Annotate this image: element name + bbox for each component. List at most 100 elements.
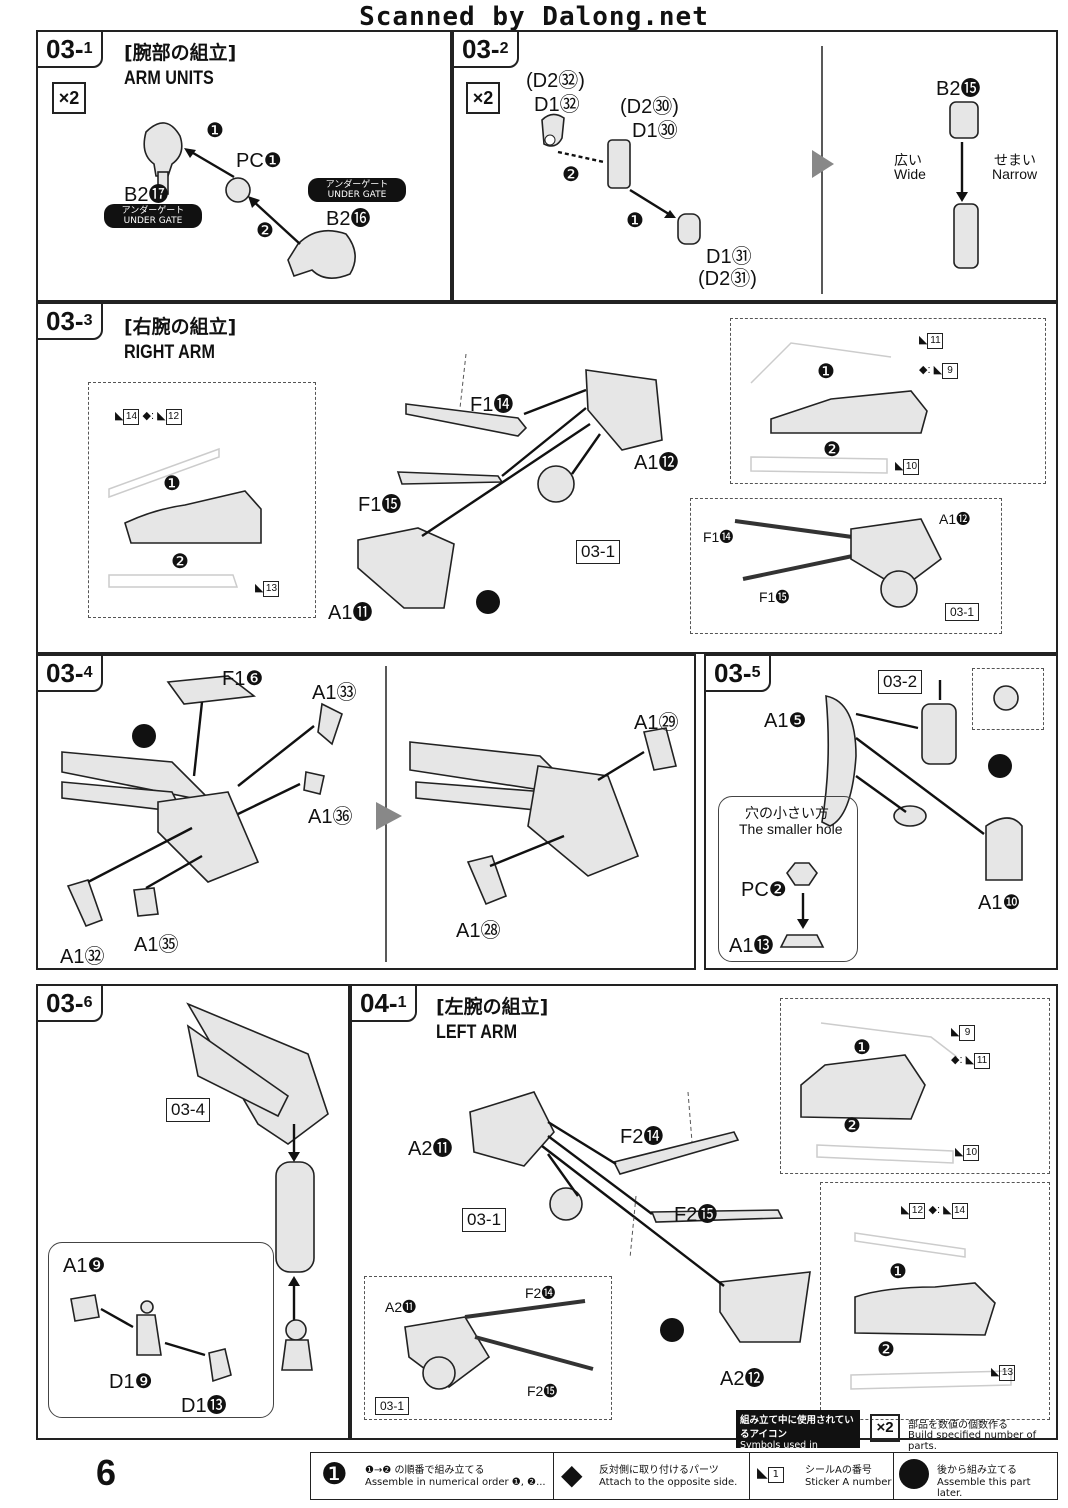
label-f2-14: F2⓮ [620, 1126, 664, 1148]
label-d1-31: D1㉛ [706, 246, 752, 268]
label-f2-15: F2⓯ [527, 1383, 558, 1399]
sticker-detail-box: ◣12 ◆: ◣14 ❶ ❷ ◣13 [820, 1182, 1050, 1420]
legend-later: 後から組み立てる Assemble this part later. [893, 1453, 1057, 1499]
label-f2-14: F2⓮ [525, 1285, 556, 1301]
assembled-preview-box: A2⓫ F2⓮ F2⓯ 03-1 [364, 1276, 612, 1420]
label-a2-11: A2⓫ [408, 1138, 453, 1160]
sticker-12: ◣12 ◆: ◣14 [901, 1203, 968, 1219]
order-icon: ❶ [321, 1457, 348, 1492]
order-2: ❷ [843, 1115, 861, 1137]
arm-unit-illustration [143, 122, 356, 279]
narrow-label-en: Narrow [992, 166, 1038, 182]
legend-heading: 組み立て中に使用されているアイコン Symbols used in instru… [736, 1410, 860, 1462]
step-title-jp: [腕部の組立] [124, 42, 237, 64]
order-2: ❷ [256, 220, 274, 242]
ref-tag-03-4: 03-4 [166, 1098, 211, 1122]
assembled-preview-box: F1⓮ F1⓯ A1⓬ 03-1 [690, 498, 1002, 634]
ref-tag-03-2: 03-2 [878, 670, 923, 694]
sticker-11: ◣11 [919, 333, 944, 349]
wide-label-jp: 広い [894, 152, 922, 168]
legend-x2-en: Build specified number of parts. [908, 1430, 1037, 1452]
sticker-detail-box: ❶ ❷ ◣11 ◆: ◣9 ◣10 [730, 318, 1046, 484]
order-2: ❷ [171, 551, 189, 573]
detail-inset [972, 668, 1044, 730]
smaller-hole-callout: 穴の小さい方 The smaller hole PC❷ A1⓭ [718, 796, 858, 962]
label-a1-12: A1⓬ [634, 452, 679, 474]
smaller-hole-en: The smaller hole [739, 821, 843, 837]
order-1: ❶ [853, 1037, 871, 1059]
label-d2-32: (D2㉜) [526, 70, 585, 92]
step-number: 03-5 [704, 654, 771, 692]
ref-tag-03-1: 03-1 [375, 1397, 410, 1415]
sticker-13: ◣13 [255, 581, 280, 597]
sticker-10: ◣10 [895, 459, 920, 475]
sticker-10: ◣10 [955, 1145, 980, 1161]
legend-later-jp: 後から組み立てる [937, 1465, 1017, 1476]
label-a1-36: A1㊱ [308, 806, 353, 828]
label-a1-11: A1⓫ [328, 602, 373, 624]
sticker-icon: ◣1 [757, 1465, 784, 1483]
step-number: 03-4 [36, 654, 103, 692]
sticker-9: ◆: ◣9 [919, 363, 959, 379]
legend-later-en: Assemble this part later. [937, 1477, 1031, 1499]
order-1: ❶ [889, 1261, 907, 1283]
legend-order: ❶ ❶→❷ の順番で組み立てる Assemble in numerical or… [311, 1453, 554, 1499]
label-f2-15: F2⓯ [674, 1204, 718, 1226]
assemble-later-icon [899, 1459, 929, 1489]
legend-sticker-jp: シールAの番号 [805, 1465, 872, 1476]
label-a1-10: A1❿ [978, 892, 1021, 914]
label-f1-14: F1⓮ [703, 529, 734, 545]
order-2: ❷ [562, 164, 580, 186]
order-1: ❶ [206, 120, 224, 142]
label-a1-29: A1㉙ [634, 712, 679, 734]
legend-opposite-jp: 反対側に取り付けるパーツ [599, 1465, 719, 1476]
step-title-jp: [左腕の組立] [436, 996, 549, 1018]
step-number: 03-2 [452, 30, 519, 68]
legend-order-jp: ❶→❷ の順番で組み立てる [365, 1465, 485, 1476]
label-a1-35: A1㉟ [134, 934, 179, 956]
wide-label-en: Wide [894, 166, 926, 182]
step-number: 04-1 [350, 984, 417, 1022]
label-b2-16: B2⓰ [326, 208, 371, 230]
multiplier-icon: ×2 [870, 1414, 900, 1442]
arm-assembly-illustration [186, 1002, 329, 1371]
right-arm-illustration [357, 353, 663, 614]
label-d1-13: D1⓭ [181, 1395, 227, 1417]
legend-x2-jp: 部品を数値の個数作る [908, 1420, 1008, 1431]
label-f1-14: F1⓮ [470, 394, 514, 416]
under-gate-badge: アンダーゲート UNDER GATE [104, 204, 202, 228]
label-d1-30: D1㉚ [632, 120, 678, 142]
step-number: 03-6 [36, 984, 103, 1022]
step-03-6-panel: 03-6 03-4 A1❾ D1❾ D1⓭ [36, 984, 350, 1440]
smaller-hole-jp: 穴の小さい方 [745, 805, 829, 821]
step-title-en: LEFT ARM [436, 1022, 518, 1043]
order-2: ❷ [823, 439, 841, 461]
arm-joint-illustration [541, 46, 979, 294]
sticker-14: ◣14 ◆: ◣12 [115, 409, 182, 425]
step-03-1-panel: 03-1 [腕部の組立] ARM UNITS ×2 ❶ ❷ PC❶ B2⓱ アン… [36, 30, 452, 302]
step-03-2-panel: 03-2 ×2 (D2㉜) D1㉜ (D2㉚) D1㉚ D1㉛ (D2㉛) ❷ … [452, 30, 1058, 302]
label-a1-5: A1❺ [764, 710, 807, 732]
label-d1-32: D1㉜ [534, 94, 580, 116]
ref-tag-03-1: 03-1 [462, 1208, 507, 1232]
label-a1-13: A1⓭ [729, 935, 774, 957]
step-03-5-panel: 03-5 A1❺ 03-2 穴の小さい方 The smaller hole PC… [704, 654, 1058, 970]
legend-x2: ×2 部品を数値の個数作る Build specified number of … [868, 1412, 1058, 1452]
order-1: ❶ [817, 361, 835, 383]
legend-sticker: ◣1 シールAの番号 Sticker A number [749, 1453, 894, 1499]
watermark: Scanned by Dalong.net [359, 2, 709, 32]
ref-tag-03-1: 03-1 [945, 603, 980, 621]
ref-tag-03-1: 03-1 [576, 540, 621, 564]
step-number: 03-1 [36, 30, 103, 68]
under-gate-badge: アンダーゲート UNDER GATE [308, 178, 406, 202]
step-title-en: RIGHT ARM [124, 342, 215, 363]
multiplier-icon: ×2 [52, 82, 86, 114]
sticker-detail-box: ◣14 ◆: ◣12 ❶ ❷ ◣13 [88, 382, 316, 618]
arm-armor-illustration [61, 666, 677, 962]
hand-detail-inset: A1❾ D1❾ D1⓭ [48, 1242, 274, 1418]
label-a1-9: A1❾ [63, 1255, 106, 1277]
step-title-en: ARM UNITS [124, 68, 214, 89]
label-d2-31: (D2㉛) [698, 268, 757, 290]
order-2: ❷ [877, 1339, 895, 1361]
label-a1-32: A1㉜ [60, 946, 105, 968]
